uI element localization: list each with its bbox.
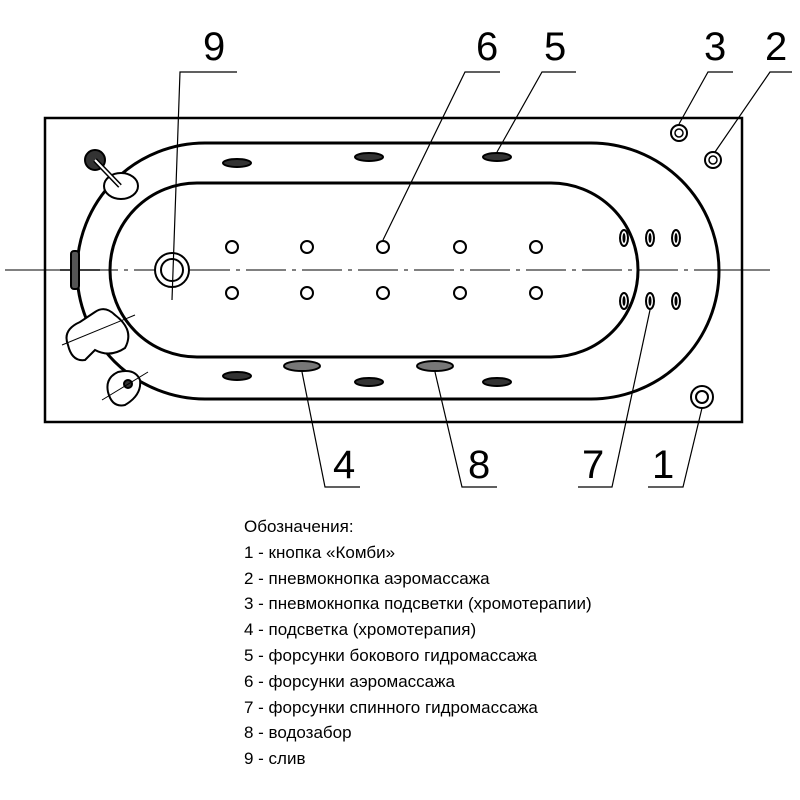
callout-8: 8: [468, 443, 490, 487]
aeromassage-nozzles: [225, 240, 543, 300]
side-hydromassage-nozzles: [222, 152, 512, 387]
leader-lines: [171, 71, 792, 488]
faucet-fittings: [60, 149, 149, 407]
legend-item: 2 - пневмокнопка аэромассажа: [244, 568, 490, 588]
callout-3: 3: [704, 25, 726, 69]
callout-1: 1: [652, 443, 674, 487]
drain-icon: [154, 252, 190, 288]
callout-9: 9: [203, 25, 225, 69]
callout-2: 2: [765, 25, 787, 69]
legend-item: 9 - слив: [244, 749, 306, 769]
legend-item: 5 - форсунки бокового гидромассажа: [244, 645, 538, 665]
chromotherapy-light: [283, 360, 321, 372]
callout-5: 5: [544, 25, 566, 69]
aeromassage-pneumatic-button-icon: [704, 151, 722, 169]
callout-7: 7: [582, 443, 604, 487]
legend-title: Обозначения:: [244, 517, 354, 536]
legend: Обозначения: 1 - кнопка «Комби» 2 - пнев…: [244, 514, 784, 772]
callout-4: 4: [333, 443, 355, 487]
legend-item: 3 - пневмокнопка подсветки (хромотерапии…: [244, 594, 592, 614]
light-pneumatic-button-icon: [670, 124, 688, 142]
legend-item: 1 - кнопка «Комби»: [244, 542, 396, 562]
water-intake: [416, 360, 454, 372]
legend-item: 7 - форсунки спинного гидромассажа: [244, 697, 538, 717]
callout-6: 6: [476, 25, 498, 69]
tub-outer-rim: [43, 116, 744, 424]
legend-item: 8 - водозабор: [244, 723, 352, 743]
legend-item: 6 - форсунки аэромассажа: [244, 671, 455, 691]
legend-item: 4 - подсветка (хромотерапия): [244, 620, 477, 640]
combi-button-icon: [690, 385, 714, 409]
